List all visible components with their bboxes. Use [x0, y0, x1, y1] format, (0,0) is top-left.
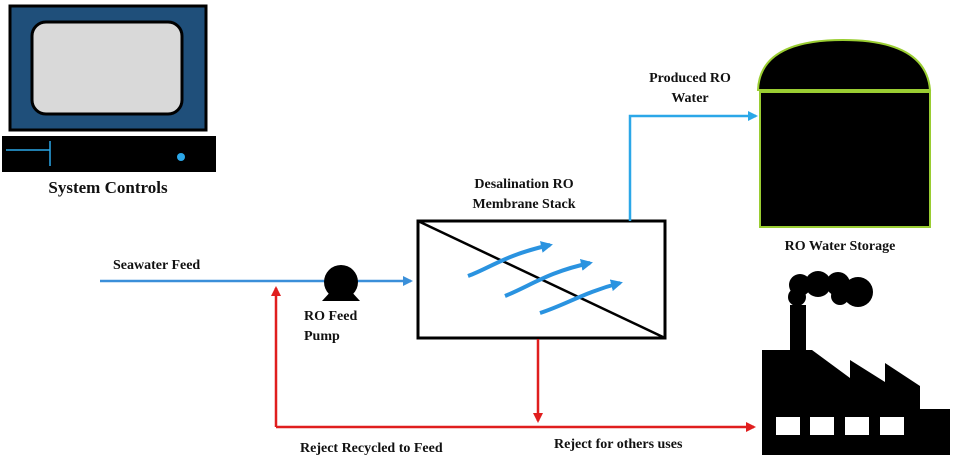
factory-window-4 [880, 417, 904, 435]
pump-icon [322, 265, 360, 301]
computer-icon [2, 4, 216, 172]
ro-feed-pump-label-line2: Pump [304, 329, 340, 344]
tank-dome [756, 38, 932, 91]
system-controls-label: System Controls [48, 178, 168, 197]
seawater-feed-label: Seawater Feed [113, 258, 200, 273]
ro-feed-pump-label-line1: RO Feed [304, 309, 357, 324]
membrane-stack-label-line2: Membrane Stack [472, 197, 575, 212]
produced-water-line [628, 111, 758, 221]
storage-label: RO Water Storage [785, 239, 896, 254]
produced-water-label-line2: Water [671, 91, 708, 106]
storage-tank-icon [756, 38, 932, 228]
power-led [177, 153, 185, 161]
membrane-flow-arrow-3 [539, 279, 623, 315]
computer-base [2, 136, 216, 172]
membrane-flow-arrow-2 [504, 259, 593, 298]
reject-others-label: Reject for others uses [554, 437, 683, 452]
factory-window-3 [845, 417, 869, 435]
membrane-flow-arrow-1 [467, 241, 553, 278]
tank-body [759, 91, 931, 228]
membrane-stack-icon [416, 219, 667, 340]
produced-water-label-line1: Produced RO [649, 71, 731, 86]
reject-recycled-label: Reject Recycled to Feed [300, 441, 443, 456]
monitor-screen [30, 20, 184, 116]
membrane-stack-label-line1: Desalination RO [474, 177, 573, 192]
factory-window-1 [776, 417, 800, 435]
smoke-cloud-icon [788, 271, 873, 307]
factory-window-2 [810, 417, 834, 435]
factory-icon [762, 271, 950, 455]
